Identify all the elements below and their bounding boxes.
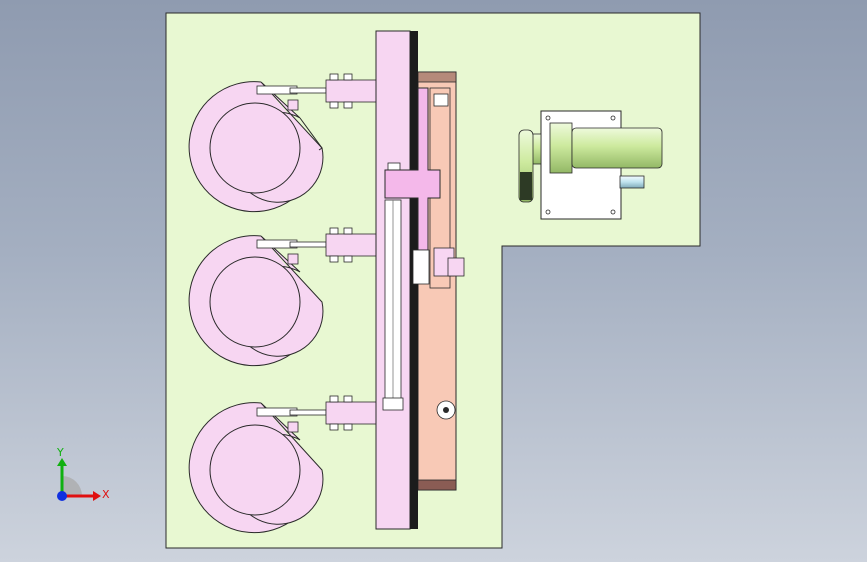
connector-rod-top[interactable] <box>256 73 377 111</box>
x-axis-label: X <box>102 488 110 501</box>
slide-carriage[interactable] <box>417 71 465 491</box>
ring-gripper-top[interactable] <box>188 81 324 213</box>
y-axis-label: Y <box>56 446 64 459</box>
connector-rod-middle[interactable] <box>256 227 377 265</box>
ring-gripper-bottom[interactable] <box>188 402 324 534</box>
vertical-arm[interactable] <box>375 30 441 530</box>
coordinate-triad-icon: X Y <box>56 446 110 501</box>
connector-rod-bottom[interactable] <box>256 395 377 433</box>
ring-gripper-middle[interactable] <box>188 235 324 367</box>
motor-assembly[interactable] <box>518 110 663 220</box>
